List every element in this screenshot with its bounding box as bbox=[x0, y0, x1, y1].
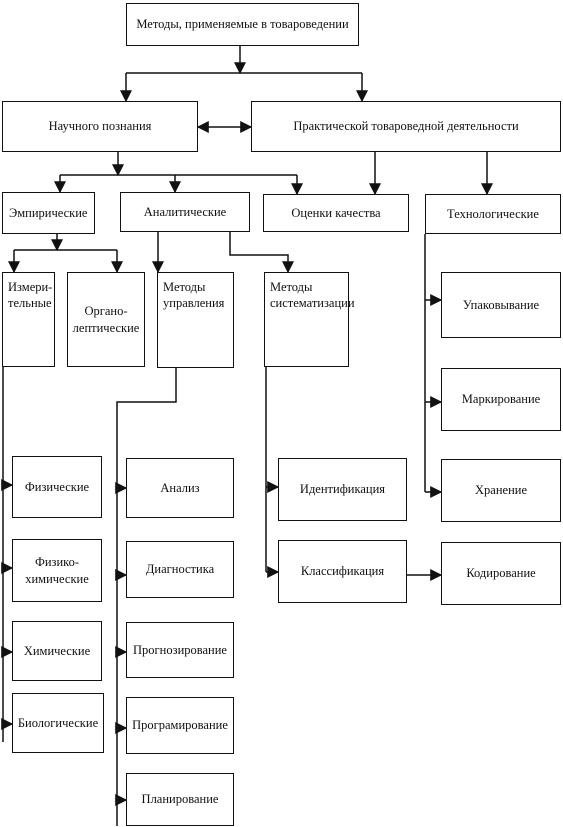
label-quality: Оценки качества bbox=[291, 205, 381, 220]
label-packaging: Упаковывание bbox=[462, 297, 540, 312]
box-analytical: Аналитические bbox=[120, 192, 250, 232]
label-classification: Классификация bbox=[300, 564, 385, 579]
box-planning: Планирование bbox=[126, 773, 234, 826]
box-quality: Оценки качества bbox=[263, 194, 409, 232]
box-management: Методы управления bbox=[157, 272, 234, 368]
label-chemical: Химические bbox=[23, 643, 91, 658]
label-measuring: Измери- тельные bbox=[8, 280, 53, 311]
label-forecasting: Прогнозирование bbox=[133, 642, 227, 657]
box-storage: Хранение bbox=[441, 459, 561, 522]
box-chemical: Химические bbox=[12, 621, 102, 681]
label-empirical: Эмпирические bbox=[9, 205, 88, 220]
label-physical: Физические bbox=[24, 479, 90, 494]
box-analysis: Анализ bbox=[126, 458, 234, 518]
box-scientific: Научного познания bbox=[2, 101, 198, 152]
label-scientific: Научного познания bbox=[48, 119, 152, 134]
label-practical: Практической товароведной деятельности bbox=[293, 119, 519, 134]
box-systematization: Методы систематизации bbox=[264, 272, 355, 367]
label-planning: Планирование bbox=[141, 792, 219, 807]
box-coding: Кодирование bbox=[441, 542, 561, 605]
label-analysis: Анализ bbox=[160, 480, 200, 495]
box-physical: Физические bbox=[12, 456, 102, 518]
label-programming: Програмирование bbox=[132, 718, 228, 733]
label-biological: Биологические bbox=[17, 715, 99, 730]
box-packaging: Упаковывание bbox=[441, 272, 561, 338]
box-biological: Биологические bbox=[12, 693, 104, 753]
label-analytical: Аналитические bbox=[143, 204, 227, 219]
box-labeling: Маркирование bbox=[441, 368, 561, 431]
label-coding: Кодирование bbox=[466, 566, 536, 581]
box-root: Методы, применяемые в товароведении bbox=[126, 3, 359, 46]
label-storage: Хранение bbox=[475, 483, 527, 498]
box-forecasting: Прогнозирование bbox=[126, 622, 234, 678]
box-identification: Идентификация bbox=[278, 458, 407, 521]
label-labeling: Маркирование bbox=[461, 392, 541, 407]
box-physicochemical: Физико- химические bbox=[12, 539, 102, 602]
label-organoleptic: Органо- лептические bbox=[72, 304, 140, 335]
label-management: Методы управления bbox=[163, 280, 225, 311]
label-systematization: Методы систематизации bbox=[270, 280, 355, 311]
label-physicochemical: Физико- химические bbox=[25, 555, 89, 586]
label-identification: Идентификация bbox=[299, 482, 386, 497]
arrow-to-systematization bbox=[229, 232, 294, 274]
box-organoleptic: Органо- лептические bbox=[67, 272, 145, 367]
box-empirical: Эмпирические bbox=[2, 192, 95, 234]
box-programming: Програмирование bbox=[126, 697, 234, 754]
box-diagnostics: Диагностика bbox=[126, 541, 234, 598]
line-management-spine bbox=[116, 368, 177, 826]
label-diagnostics: Диагностика bbox=[145, 562, 215, 577]
box-technological: Технологические bbox=[425, 194, 561, 234]
box-measuring: Измери- тельные bbox=[2, 272, 55, 367]
label-technological: Технологические bbox=[447, 206, 539, 221]
box-classification: Классификация bbox=[278, 540, 407, 603]
box-practical: Практической товароведной деятельности bbox=[251, 101, 561, 152]
label-root: Методы, применяемые в товароведении bbox=[136, 17, 349, 32]
